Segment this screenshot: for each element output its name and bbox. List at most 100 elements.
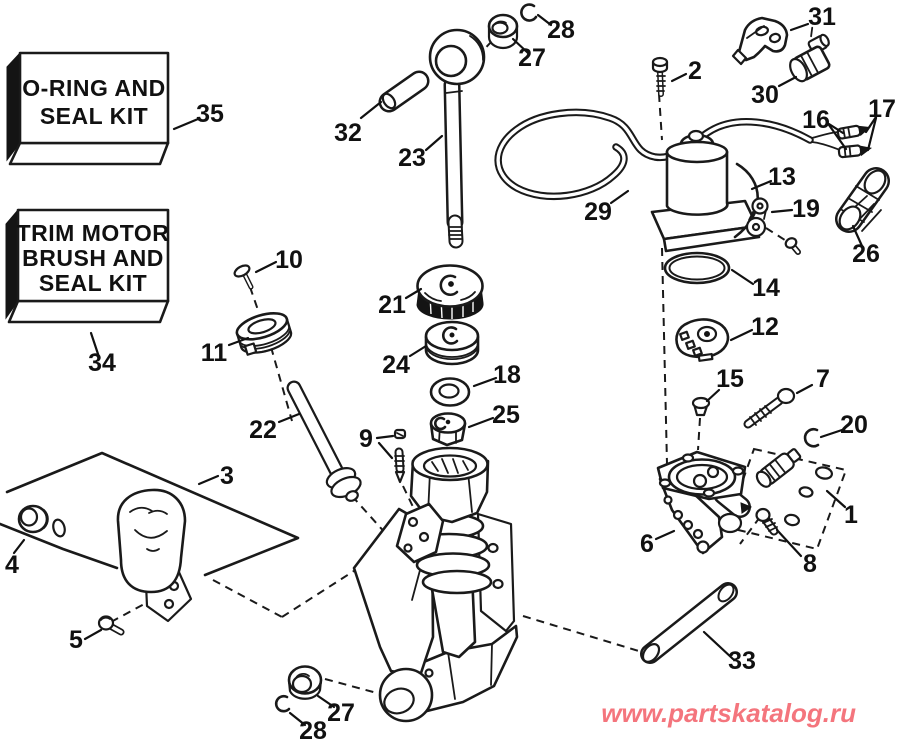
part-19-link <box>745 197 801 255</box>
part-16-17-wire-terminals <box>836 124 873 159</box>
leader-line-32 <box>359 100 383 120</box>
leader-line-27 <box>511 37 530 55</box>
watermark-url: www.partskatalog.ru <box>601 698 856 728</box>
leader-line-34 <box>89 331 101 359</box>
part-2-screw <box>651 56 669 97</box>
callout-32: 32 <box>334 119 362 147</box>
part-26-braided-hose <box>835 167 890 233</box>
callout-9: 9 <box>359 425 373 453</box>
part-28-snap-ring-top <box>520 3 538 22</box>
callout-21: 21 <box>378 291 406 319</box>
leader-line-13 <box>750 179 773 191</box>
kit-box-trim-line2: BRUSH AND <box>22 245 164 271</box>
leader-line-29 <box>609 189 630 205</box>
leader-line-28 <box>536 13 553 27</box>
callout-27: 27 <box>327 699 355 727</box>
leader-line-1 <box>825 489 847 509</box>
reservoir-cover <box>116 488 193 623</box>
callout-16: 16 <box>802 106 830 134</box>
leader-line-26 <box>851 224 864 248</box>
part-6-pump-bracket <box>656 450 753 555</box>
leader-line-24 <box>408 344 428 358</box>
kit-box-trim-line1: TRIM MOTOR <box>17 220 170 246</box>
part-32-pin <box>378 70 430 113</box>
leader-line-35 <box>172 117 200 131</box>
part-30-solenoid <box>789 26 831 83</box>
callout-5: 5 <box>69 626 83 654</box>
callout-7: 7 <box>816 365 830 393</box>
callout-6: 6 <box>640 530 654 558</box>
leader-line-33 <box>702 630 735 661</box>
part-20-clip <box>803 428 820 448</box>
part-3-mount-plate <box>0 451 300 577</box>
leader-line-9 <box>377 441 394 460</box>
leader-line-21 <box>404 287 423 300</box>
leader-line-25 <box>467 416 495 429</box>
callout-1: 1 <box>844 501 858 529</box>
callout-35: 35 <box>196 100 224 128</box>
leader-line-20 <box>819 428 844 439</box>
leader-line-16 <box>827 123 848 151</box>
callout-20: 20 <box>840 411 868 439</box>
part-9-valve-components <box>393 428 407 484</box>
part-15-plug <box>691 396 711 417</box>
callout-18: 18 <box>493 361 521 389</box>
leader-line-23 <box>424 134 444 152</box>
callout-30: 30 <box>751 81 779 109</box>
callout-33: 33 <box>728 647 756 675</box>
callout-24: 24 <box>382 351 410 379</box>
part-28-snap-ring-bottom <box>274 694 291 713</box>
leader-line-19 <box>770 208 794 214</box>
leader-line-9 <box>375 434 395 440</box>
callout-29: 29 <box>584 198 612 226</box>
callout-17: 17 <box>868 95 896 123</box>
part-18-washer <box>429 377 471 407</box>
leader-line-22 <box>277 412 301 424</box>
callout-27: 27 <box>518 44 546 72</box>
part-33-pivot-rod <box>640 582 738 664</box>
leader-line-14 <box>730 268 755 286</box>
leader-line-17 <box>866 116 878 152</box>
callout-22: 22 <box>249 416 277 444</box>
callout-19: 19 <box>792 195 820 223</box>
leader-line-8 <box>775 528 803 558</box>
part-21-reservoir-cap <box>416 264 484 320</box>
kit-box-oring-line2: SEAL KIT <box>40 103 148 129</box>
callout-2: 2 <box>688 57 702 85</box>
callout-31: 31 <box>808 3 836 31</box>
part-8-screw <box>755 507 779 536</box>
kit-box-oring-seal: O-RING AND SEAL KIT <box>6 51 170 166</box>
part-23-tilt-rod <box>428 28 486 249</box>
callout-23: 23 <box>398 144 426 172</box>
leader-line-4 <box>12 538 26 555</box>
callout-10: 10 <box>275 246 303 274</box>
leader-line-27 <box>316 694 336 709</box>
part-27-bushing-bottom <box>287 665 323 700</box>
part-31-bracket <box>731 16 789 66</box>
part-13-trim-motor <box>650 129 761 253</box>
kit-box-trim-line3: SEAL KIT <box>39 270 147 296</box>
leader-line-30 <box>777 75 798 88</box>
part-29-motor-cable <box>494 108 841 201</box>
callout-8: 8 <box>803 550 817 578</box>
part-22-shaft <box>286 380 362 502</box>
callout-28: 28 <box>299 717 327 745</box>
callout-13: 13 <box>768 163 796 191</box>
part-24-piston <box>424 320 480 366</box>
callout-12: 12 <box>751 313 779 341</box>
part-25-nut <box>429 412 467 447</box>
part-14-o-ring <box>663 251 731 285</box>
callout-26: 26 <box>852 240 880 268</box>
leader-line-3 <box>197 474 220 486</box>
part-11-seal-housing <box>235 312 293 356</box>
tilt-cylinder-housing <box>352 446 519 723</box>
leader-line-18 <box>472 376 498 388</box>
callout-15: 15 <box>716 365 744 393</box>
part-5-screw <box>97 615 125 636</box>
leader-line-12 <box>729 328 754 342</box>
callout-28: 28 <box>547 16 575 44</box>
callout-25: 25 <box>492 401 520 429</box>
